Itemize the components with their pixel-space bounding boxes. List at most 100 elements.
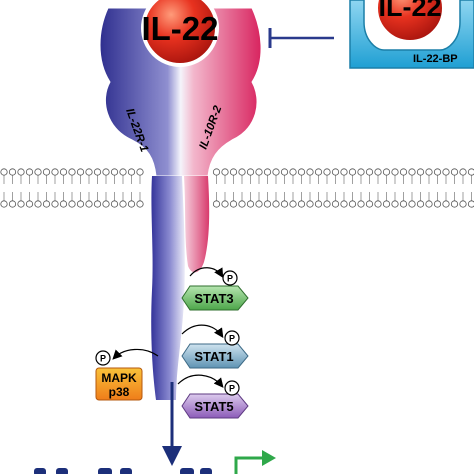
lipid-head	[136, 168, 144, 176]
lipid-head	[323, 200, 331, 208]
lipid-head	[297, 168, 306, 176]
il22bp-box	[349, 0, 474, 69]
lipid-head	[365, 168, 374, 176]
lipid-head	[263, 168, 272, 176]
lipid-head	[127, 200, 136, 208]
lipid-head	[8, 200, 17, 208]
il22-ligand-label: IL-22	[141, 10, 218, 47]
lipid-head	[42, 200, 51, 208]
lipid-head	[212, 200, 221, 208]
lipid-head	[365, 200, 374, 208]
lipid-head	[85, 200, 93, 208]
il22-ligand: IL-22	[141, 0, 219, 67]
il22-binding-protein: IL-22 IL-22-BP	[349, 0, 474, 69]
stat3-box: STAT3 P	[181, 267, 249, 311]
lipid-head	[51, 200, 59, 208]
lipid-head	[280, 168, 289, 176]
mapk-phospho-label: P	[100, 354, 106, 364]
gene-transcription-arrow	[234, 450, 276, 474]
lipid-head	[425, 168, 433, 176]
lipid-head	[374, 168, 382, 176]
stat5-label: STAT5	[194, 399, 233, 414]
lipid-head	[467, 168, 474, 176]
lipid-head	[25, 200, 34, 208]
lipid-head	[433, 168, 442, 176]
lipid-head	[416, 168, 425, 176]
p38-label: p38	[109, 385, 130, 399]
lipid-head	[76, 200, 85, 208]
lipid-head	[93, 168, 102, 176]
lipid-head	[408, 200, 416, 208]
lipid-head	[425, 200, 433, 208]
stat3-phospho-label: P	[227, 274, 233, 284]
lipid-head	[459, 200, 467, 208]
lipid-head	[59, 168, 68, 176]
lipid-head	[25, 168, 34, 176]
inhibition-symbol	[268, 28, 334, 48]
lipid-head	[17, 200, 25, 208]
lipid-head	[467, 200, 474, 208]
lipid-head	[314, 168, 323, 176]
lipid-head	[357, 200, 365, 208]
lipid-head	[289, 200, 297, 208]
lipid-head	[391, 168, 399, 176]
lipid-head	[297, 200, 306, 208]
lipid-head	[238, 168, 246, 176]
lipid-head	[17, 168, 25, 176]
lipid-head	[331, 200, 340, 208]
lipid-head	[450, 168, 459, 176]
downstream-arrow	[162, 382, 182, 466]
lipid-head	[68, 168, 76, 176]
lipid-head	[314, 200, 323, 208]
lipid-head	[306, 168, 314, 176]
stat1-label: STAT1	[194, 349, 233, 364]
lipid-head	[442, 200, 450, 208]
lipid-head	[348, 200, 357, 208]
stat5-box: STAT5 P	[177, 374, 249, 419]
lipid-head	[459, 168, 467, 176]
lipid-head	[127, 168, 136, 176]
lipid-head	[42, 168, 51, 176]
lipid-head	[34, 200, 42, 208]
lipid-head	[391, 200, 399, 208]
lipid-head	[331, 168, 340, 176]
lipid-head	[229, 200, 238, 208]
il22r1-intracellular-tail	[151, 176, 185, 400]
lipid-head	[221, 200, 229, 208]
lipid-head	[34, 168, 42, 176]
il10r2-intracellular-tail	[184, 176, 210, 273]
stat3-label: STAT3	[194, 291, 233, 306]
receptor-complex	[99, 7, 262, 400]
lipid-head	[51, 168, 59, 176]
lipid-head	[289, 168, 297, 176]
lipid-head	[8, 168, 17, 176]
stat1-box: STAT1 P	[181, 324, 249, 369]
lipid-head	[246, 200, 255, 208]
lipid-head	[229, 168, 238, 176]
lipid-head	[255, 200, 263, 208]
cropped-bottom-shapes	[34, 468, 212, 474]
lipid-head	[306, 200, 314, 208]
lipid-head	[442, 168, 450, 176]
lipid-head	[280, 200, 289, 208]
lipid-head	[238, 200, 246, 208]
lipid-head	[59, 200, 68, 208]
lipid-head	[382, 200, 391, 208]
lipid-head	[450, 200, 459, 208]
lipid-head	[323, 168, 331, 176]
lipid-head	[340, 168, 348, 176]
lipid-head	[340, 200, 348, 208]
lipid-head	[416, 200, 425, 208]
lipid-head	[102, 200, 110, 208]
lipid-head	[110, 200, 119, 208]
lipid-head	[246, 168, 255, 176]
membrane-lipid-heads-top	[0, 168, 474, 184]
mapk-p38-box: MAPK p38 P	[95, 348, 159, 401]
lipid-head	[272, 168, 280, 176]
cell-membrane	[0, 168, 474, 208]
lipid-head	[408, 168, 416, 176]
lipid-head	[68, 200, 76, 208]
lipid-head	[374, 200, 382, 208]
